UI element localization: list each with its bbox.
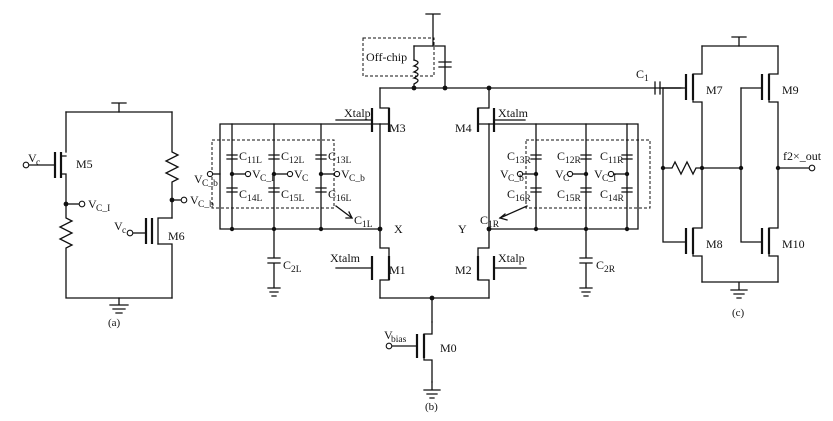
- c2r-label: C: [596, 258, 604, 272]
- m1-label: M1: [389, 263, 406, 277]
- left-v-label: V: [341, 167, 350, 181]
- right-cap-label: C: [557, 187, 565, 201]
- m9-label: M9: [782, 83, 799, 97]
- output-label: f2×_out: [783, 149, 822, 163]
- left-cap-label: C: [328, 149, 336, 163]
- right-v-label: V: [555, 167, 564, 181]
- right-v-label: V: [594, 167, 603, 181]
- right-cap-label: C: [507, 149, 515, 163]
- right-cap-sub: 14R: [608, 194, 625, 204]
- right-v-sub: C: [563, 174, 569, 184]
- left-cap-label: C: [281, 187, 289, 201]
- right-cap-label: C: [600, 187, 608, 201]
- right-cap-label: C: [600, 149, 608, 163]
- node-x-label: X: [394, 222, 403, 236]
- left-v-label: V: [252, 167, 261, 181]
- xtalm-m1-label: Xtalm: [330, 251, 361, 265]
- left-varactors: [226, 154, 327, 193]
- left-v-sub: C_b: [349, 174, 365, 184]
- c1-sub: 1: [644, 74, 649, 84]
- caption-c: (c): [732, 307, 745, 319]
- offchip-label: Off-chip: [366, 50, 407, 64]
- c1l-sub: 1L: [362, 220, 373, 230]
- right-cap-sub: 13R: [515, 156, 532, 166]
- left-varactor-columns: [231, 123, 322, 230]
- vcbar-sub: C_I: [96, 204, 110, 214]
- circuit-a: V c M5 V C_I V C_b V c M6 (a): [22, 102, 214, 329]
- c2l-label: C: [283, 258, 291, 272]
- right-v-sub: C_I: [602, 174, 616, 184]
- right-cap-label: C: [507, 187, 515, 201]
- m2-label: M2: [455, 263, 472, 277]
- c1r-label: C: [480, 213, 488, 227]
- right-cap-sub: 12R: [565, 156, 582, 166]
- left-v-sub: C: [302, 174, 308, 184]
- caption-b: (b): [425, 401, 438, 413]
- left-cap-label: C: [328, 187, 336, 201]
- right-varactor-columns: [535, 123, 628, 230]
- left-cap-label: C: [281, 149, 289, 163]
- left-v-sub: C_I: [260, 174, 274, 184]
- right-cap-label: C: [557, 149, 565, 163]
- m7-label: M7: [706, 83, 723, 97]
- vbias-sub: bias: [391, 335, 407, 345]
- c2r-sub: 2R: [604, 265, 616, 275]
- right-v-label: V: [500, 167, 509, 181]
- left-cap-sub: 14L: [247, 194, 263, 204]
- c1r-sub: 1R: [488, 220, 500, 230]
- left-v-label: V: [294, 167, 303, 181]
- m4-label: M4: [455, 121, 472, 135]
- vc-input-label: V: [28, 151, 37, 165]
- right-v-sub: C_b: [508, 174, 524, 184]
- c1l-label: C: [354, 213, 362, 227]
- xtalp-m2-label: Xtalp: [498, 251, 525, 265]
- right-varactors: [530, 154, 633, 193]
- left-cap-sub: 13L: [336, 156, 352, 166]
- m10-label: M10: [782, 237, 805, 251]
- c2l-sub: 2L: [291, 265, 302, 275]
- vbias-label: V: [384, 328, 393, 342]
- m3-label: M3: [389, 121, 406, 135]
- left-cap-sub: 15L: [289, 194, 305, 204]
- right-cap-sub: 16R: [515, 194, 532, 204]
- vcb-sub: C_b: [198, 200, 214, 210]
- m8-label: M8: [706, 237, 723, 251]
- xtalm-m4-label: Xtalm: [498, 106, 529, 120]
- left-cap-label: C: [239, 149, 247, 163]
- right-cap-sub: 15R: [565, 194, 582, 204]
- c1-label: C: [636, 67, 644, 81]
- left-vcb-sub: C_b: [202, 179, 218, 189]
- vcbar-label: V: [88, 197, 97, 211]
- xtalp-m3-label: Xtalp: [344, 106, 371, 120]
- node-y-label: Y: [458, 222, 467, 236]
- right-cap-sub: 11R: [608, 156, 624, 166]
- m6-label: M6: [168, 229, 185, 243]
- left-cap-sub: 12L: [289, 156, 305, 166]
- left-cap-sub: 11L: [247, 156, 262, 166]
- vc-gate-label: V: [114, 219, 123, 233]
- vcb-label: V: [190, 193, 199, 207]
- m5-label: M5: [76, 157, 93, 171]
- circuit-b: Off-chip Xtalp M3 M4 Xtalm X Y Xtalm M1: [194, 13, 681, 413]
- left-vcb-label: V: [194, 172, 203, 186]
- offchip-box: [362, 37, 435, 77]
- left-cap-label: C: [239, 187, 247, 201]
- m0-label: M0: [440, 341, 457, 355]
- caption-a: (a): [108, 317, 121, 329]
- circuit-c: M7 M9 M8 M10 f2×_out (c): [659, 36, 822, 319]
- vc-input-sub: c: [36, 158, 40, 168]
- left-cap-sub: 16L: [336, 194, 352, 204]
- vc-gate-sub: c: [122, 226, 126, 236]
